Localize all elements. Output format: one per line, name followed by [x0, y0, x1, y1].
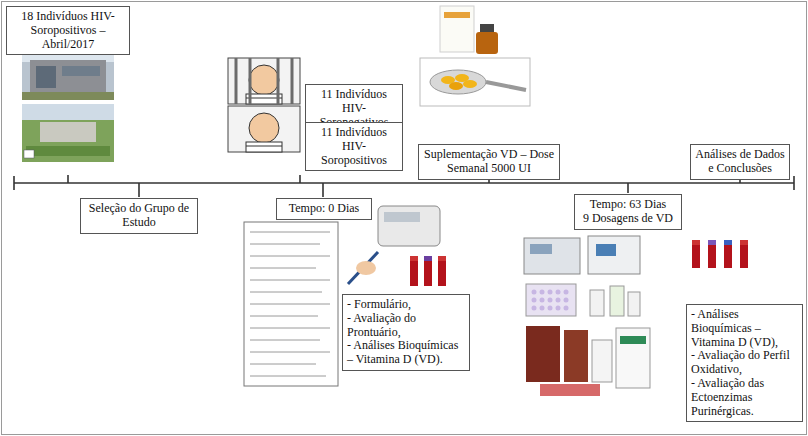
box-text: - Avaliação das Ectoenzimas Purinérgicas…	[691, 377, 798, 418]
box-text: 9 Dosagens de VD	[579, 212, 677, 226]
text-box: Tempo: 63 Dias9 Dosagens de VD	[574, 194, 682, 230]
list-box: - Análises Bioquímicas – Vitamina D (VD)…	[686, 304, 803, 422]
text-box: 18 Indivíduos HIV-Soropositivos – Abril/…	[6, 6, 130, 55]
text-box: 11 Indivíduos HIV-Soropositivos	[305, 122, 403, 171]
box-text: Suplementação VD – Dose Semanal 5000 UI	[423, 148, 555, 176]
box-text: 11 Indivíduos HIV-Soropositivos	[310, 126, 398, 167]
box-text: 18 Indivíduos HIV-Soropositivos – Abril/…	[11, 10, 125, 51]
text-box: Seleção do Grupo de Estudo	[80, 198, 198, 234]
prisoner-cartoons	[228, 58, 300, 152]
building-photos	[22, 44, 114, 162]
box-text: - Avaliação do Perfil Oxidativo,	[691, 349, 798, 377]
box-text: - Avaliação do Prontuário,	[347, 312, 465, 340]
box-text: Seleção do Grupo de Estudo	[85, 202, 193, 230]
box-text: - Formulário,	[347, 298, 465, 312]
box-text: Análises de Dados e Conclusões	[695, 148, 785, 176]
text-box: Suplementação VD – Dose Semanal 5000 UI	[418, 144, 560, 180]
text-box: Análises de Dados e Conclusões	[690, 144, 790, 180]
box-text: - Análises Bioquímicas – Vitamina D (VD)…	[691, 308, 798, 349]
box-text: Tempo: 0 Dias	[281, 202, 367, 216]
list-box: - Formulário,- Avaliação do Prontuário,-…	[342, 294, 470, 371]
box-text: Tempo: 63 Dias	[579, 198, 677, 212]
text-box: Tempo: 0 Dias	[276, 198, 372, 220]
box-text: - Análises Bioquímicas – Vitamina D (VD)…	[347, 339, 465, 367]
supplement-picture	[420, 6, 530, 106]
